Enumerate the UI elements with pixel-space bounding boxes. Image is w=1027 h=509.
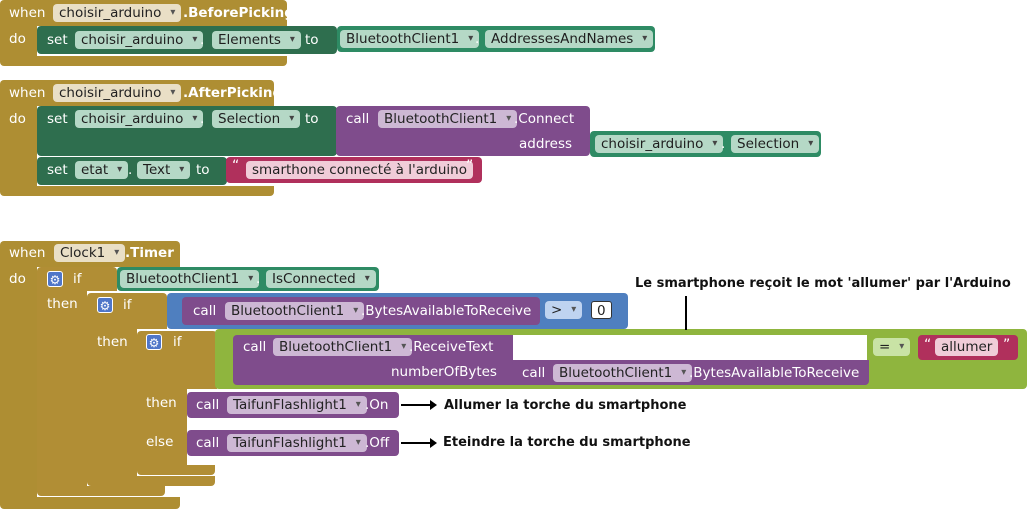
to-keyword: to bbox=[196, 162, 210, 178]
dot-separator: . bbox=[128, 162, 133, 178]
dot-separator: . bbox=[256, 271, 261, 287]
then-keyword: then bbox=[97, 334, 128, 350]
gear-icon[interactable]: ⚙ bbox=[47, 271, 63, 287]
component-dropdown[interactable]: choisir_arduino bbox=[53, 84, 182, 102]
annotation-receive: Le smartphone reçoit le mot 'allumer' pa… bbox=[635, 276, 1011, 291]
setter-component-dropdown[interactable]: choisir_arduino bbox=[75, 31, 204, 49]
address-param-label: address bbox=[519, 136, 573, 152]
gear-icon[interactable]: ⚙ bbox=[146, 334, 162, 350]
setter-property-dropdown[interactable]: Elements bbox=[212, 31, 301, 49]
if-keyword: if bbox=[173, 334, 182, 350]
event-name: .Timer bbox=[125, 245, 174, 261]
set-keyword: set bbox=[47, 162, 68, 178]
method-name: .BytesAvailableToReceive bbox=[689, 365, 860, 381]
annotation-on: Allumer la torche du smartphone bbox=[444, 398, 687, 413]
component-dropdown[interactable]: choisir_arduino bbox=[53, 4, 182, 22]
set-keyword: set bbox=[47, 111, 68, 127]
annotation-pointer-line bbox=[685, 296, 687, 330]
setter-component-dropdown[interactable]: choisir_arduino bbox=[75, 110, 204, 128]
getter-component-dropdown[interactable]: BluetoothClient1 bbox=[340, 30, 480, 48]
then-keyword: then bbox=[47, 296, 78, 312]
quote-open: “ bbox=[924, 337, 932, 353]
annotation-arrow-off bbox=[401, 438, 437, 448]
call-keyword: call bbox=[346, 111, 370, 127]
call-component-dropdown[interactable]: BluetoothClient1 bbox=[553, 364, 693, 382]
compare-operator-dropdown[interactable]: > bbox=[545, 301, 583, 319]
getter-property-dropdown[interactable]: IsConnected bbox=[266, 270, 376, 288]
call-keyword: call bbox=[196, 435, 220, 451]
do-keyword: do bbox=[9, 31, 26, 47]
call-component-dropdown[interactable]: BluetoothClient1 bbox=[273, 338, 413, 356]
to-keyword: to bbox=[305, 32, 319, 48]
when-keyword: when bbox=[9, 5, 46, 21]
method-name: .On bbox=[365, 397, 389, 413]
annotation-off: Eteindre la torche du smartphone bbox=[443, 435, 691, 450]
call-component-dropdown[interactable]: BluetoothClient1 bbox=[225, 302, 365, 320]
dot-separator: . bbox=[200, 32, 205, 48]
do-keyword: do bbox=[9, 111, 26, 127]
if-keyword: if bbox=[73, 271, 82, 287]
event-name: .BeforePicking bbox=[183, 5, 294, 21]
if-keyword: if bbox=[123, 297, 132, 313]
quote-close: ” bbox=[1003, 337, 1011, 353]
quote-close: ” bbox=[466, 158, 474, 174]
dot-separator: . bbox=[475, 31, 480, 47]
equals-operator-dropdown[interactable]: = bbox=[873, 338, 911, 356]
method-name: .BytesAvailableToReceive bbox=[361, 303, 532, 319]
call-component-dropdown[interactable]: BluetoothClient1 bbox=[378, 110, 518, 128]
gear-icon[interactable]: ⚙ bbox=[97, 297, 113, 313]
getter-component-dropdown[interactable]: BluetoothClient1 bbox=[120, 270, 260, 288]
when-keyword: when bbox=[9, 85, 46, 101]
getter-property-dropdown[interactable]: Selection bbox=[731, 135, 820, 153]
event-name: .AfterPicking bbox=[183, 85, 283, 101]
getter-component-dropdown[interactable]: choisir_arduino bbox=[595, 135, 724, 153]
setter-property-dropdown[interactable]: Text bbox=[137, 161, 191, 179]
call-keyword: call bbox=[193, 303, 217, 319]
call-keyword: call bbox=[522, 365, 546, 381]
number-input[interactable]: 0 bbox=[591, 301, 612, 319]
set-block[interactable] bbox=[37, 157, 227, 185]
text-string-value[interactable]: smarthone connecté à l'arduino bbox=[246, 161, 473, 179]
annotation-arrow-on bbox=[401, 400, 437, 410]
method-name: .Connect bbox=[514, 111, 575, 127]
setter-component-dropdown[interactable]: etat bbox=[75, 161, 129, 179]
do-keyword: do bbox=[9, 271, 26, 287]
call-component-dropdown[interactable]: TaifunFlashlight1 bbox=[227, 434, 367, 452]
then-keyword: then bbox=[146, 395, 177, 411]
when-keyword: when bbox=[9, 245, 46, 261]
set-keyword: set bbox=[47, 32, 68, 48]
call-component-dropdown[interactable]: TaifunFlashlight1 bbox=[227, 396, 367, 414]
method-name: .ReceiveText bbox=[409, 339, 494, 355]
call-keyword: call bbox=[243, 339, 267, 355]
text-string-value[interactable]: allumer bbox=[935, 338, 999, 356]
getter-property-dropdown[interactable]: AddressesAndNames bbox=[485, 30, 654, 48]
else-keyword: else bbox=[146, 434, 174, 450]
setter-property-dropdown[interactable]: Selection bbox=[212, 110, 301, 128]
call-keyword: call bbox=[196, 397, 220, 413]
dot-separator: . bbox=[200, 111, 205, 127]
method-name: .Off bbox=[365, 435, 390, 451]
number-of-bytes-param-label: numberOfBytes bbox=[391, 364, 497, 380]
component-dropdown[interactable]: Clock1 bbox=[54, 244, 126, 262]
dot-separator: . bbox=[721, 136, 726, 152]
to-keyword: to bbox=[305, 111, 319, 127]
quote-open: “ bbox=[232, 158, 240, 174]
